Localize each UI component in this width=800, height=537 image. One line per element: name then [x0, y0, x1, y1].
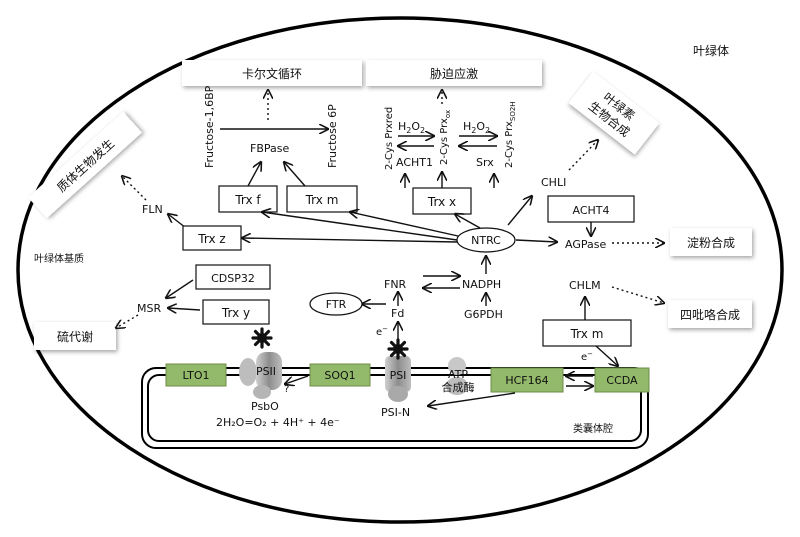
- trxf-to-fbpase-arrow: [247, 162, 261, 187]
- cdsp32-box: [195, 264, 271, 290]
- soq1-protein: SOQ1: [309, 363, 371, 387]
- fln-label: FLN: [142, 203, 163, 216]
- svg-text:H2O2: H2O2: [398, 120, 425, 135]
- svg-text:SOQ1: SOQ1: [324, 369, 355, 382]
- svg-text:质体生物发生: 质体生物发生: [54, 136, 118, 195]
- cdsp32-label: CDSP32: [211, 272, 255, 285]
- tetrapyrrole-synthesis-box: 四吡咯合成: [668, 300, 752, 328]
- electron-label-psi: e−: [376, 325, 388, 338]
- ccda-protein: CCDA: [594, 367, 650, 393]
- ccda-to-trxm-arrow: [595, 345, 618, 366]
- cdsp32-to-msr-arrow: [166, 279, 194, 298]
- atp-synthase: ATP 合成酶: [442, 357, 475, 395]
- svg-text:PSII: PSII: [256, 365, 276, 378]
- psi-complex: PSI: [385, 356, 411, 402]
- agpase-label: AGPase: [565, 238, 606, 251]
- stroma-label: 叶绿体基质: [34, 252, 84, 265]
- svg-text:2-Cys Prxred: 2-Cys Prxred: [384, 107, 395, 170]
- fd-label: Fd: [391, 307, 404, 320]
- chlm-to-tetrapyrrole-arrow: [611, 286, 664, 303]
- calvin-cycle-box: 卡尔文循环: [182, 60, 362, 86]
- trx-m-bottom-box: [542, 319, 632, 347]
- chloroplast-envelope: [16, 16, 784, 524]
- fructose-16bp-label: Fructose-1,6BP: [203, 85, 216, 168]
- svg-text:ATP: ATP: [448, 368, 468, 381]
- svg-text:LTO1: LTO1: [183, 369, 210, 382]
- fructose-6p-label: Fructose 6P: [326, 104, 339, 168]
- stress-response-box: 胁迫应激: [366, 60, 542, 86]
- sun-icon-psii: [251, 327, 273, 349]
- svg-text:硫代谢: 硫代谢: [57, 329, 93, 344]
- fnr-label: FNR: [384, 278, 407, 291]
- ntrc-to-trxz-arrow: [242, 238, 458, 242]
- svg-text:四吡咯合成: 四吡咯合成: [680, 307, 740, 322]
- nadph-label: NADPH: [462, 278, 501, 291]
- g6pdh-label: G6PDH: [464, 308, 503, 321]
- question-mark: ?: [284, 384, 289, 395]
- ntrc-label: NTRC: [471, 234, 501, 247]
- ntrc-to-agpase-arrow: [515, 240, 557, 242]
- chli-label: CHLI: [541, 176, 566, 189]
- trx-y-box: [202, 299, 270, 325]
- trx-x-label: Trx x: [427, 195, 456, 209]
- ntrc-to-chli-arrow: [507, 196, 532, 226]
- svg-text:合成酶: 合成酶: [442, 380, 475, 394]
- srx-label: Srx: [476, 156, 494, 169]
- starch-synthesis-box: 淀粉合成: [670, 228, 752, 256]
- trx-x-box: [412, 187, 472, 215]
- water-splitting-equation: 2H₂O=O₂ + 4H⁺ + 4e⁻: [216, 416, 340, 429]
- ntrc-to-trxf-arrow: [262, 212, 458, 241]
- fln-to-biogenesis-arrow: [122, 176, 147, 201]
- svg-text:淀粉合成: 淀粉合成: [687, 235, 735, 250]
- electron-label-ccda: e−: [581, 350, 593, 363]
- ftr-node: [309, 292, 363, 316]
- lumen-label: 类囊体腔: [573, 422, 613, 435]
- psbo-label: PsbO: [251, 400, 279, 413]
- hcf164-protein: HCF164: [490, 367, 564, 393]
- ntrc-to-trxm-arrow: [350, 212, 459, 237]
- msr-to-sulfur-arrow: [116, 314, 139, 328]
- trxy-to-msr-arrow: [168, 308, 201, 310]
- ntrc-to-trxx-arrow: [455, 214, 481, 229]
- svg-text:PSI: PSI: [390, 369, 407, 382]
- sulfur-metabolism-box: 硫代谢: [34, 322, 116, 350]
- acht4-box: [547, 195, 635, 223]
- prxox-label: 2-Cys Prxox: [439, 110, 452, 165]
- prxred-label: 2-Cys Prxred: [384, 107, 395, 170]
- trxm-to-fbpase-arrow: [284, 162, 306, 187]
- chlorophyll-synthesis-box: 叶绿素 生物合成: [568, 71, 660, 155]
- sun-icon-psi: [387, 338, 409, 360]
- trx-m-bottom-label: Trx m: [570, 327, 604, 341]
- prxso2h-label: 2-Cys PrxSO2H: [504, 101, 517, 168]
- svg-text:H2O2: H2O2: [463, 120, 490, 135]
- svg-text:胁迫应激: 胁迫应激: [430, 66, 478, 81]
- chlm-label: CHLM: [569, 279, 601, 292]
- trx-f-label: Trx f: [234, 193, 261, 207]
- trx-y-label: Trx y: [221, 306, 250, 320]
- svg-text:CCDA: CCDA: [606, 374, 638, 387]
- chli-to-chlorophyll-arrow: [568, 140, 598, 171]
- svg-text:HCF164: HCF164: [505, 374, 548, 387]
- h2o2-left-label: H2O2: [398, 120, 425, 135]
- svg-text:卡尔文循环: 卡尔文循环: [242, 66, 302, 81]
- chloroplast-label: 叶绿体: [693, 43, 729, 58]
- fbpase-label: FBPase: [250, 142, 289, 155]
- trx-m-top-box: [286, 185, 358, 213]
- soq1-to-psbo-arrow: [285, 375, 309, 384]
- hcf164-to-psin-arrow: [428, 392, 516, 406]
- acht1-label: ACHT1: [396, 156, 433, 169]
- lto1-protein: LTO1: [165, 363, 227, 387]
- psin-label: PSI-N: [381, 406, 410, 419]
- svg-text:2-Cys PrxSO2H: 2-Cys PrxSO2H: [504, 101, 517, 168]
- psii-complex: PSII: [239, 352, 282, 399]
- h2o2-right-label: H2O2: [463, 120, 490, 135]
- trx-z-label: Trx z: [197, 232, 225, 246]
- trx-m-top-label: Trx m: [305, 193, 339, 207]
- ftr-label: FTR: [326, 298, 347, 311]
- acht4-label: ACHT4: [572, 204, 609, 217]
- msr-label: MSR: [137, 302, 161, 315]
- svg-text:2-Cys Prxox: 2-Cys Prxox: [439, 110, 452, 165]
